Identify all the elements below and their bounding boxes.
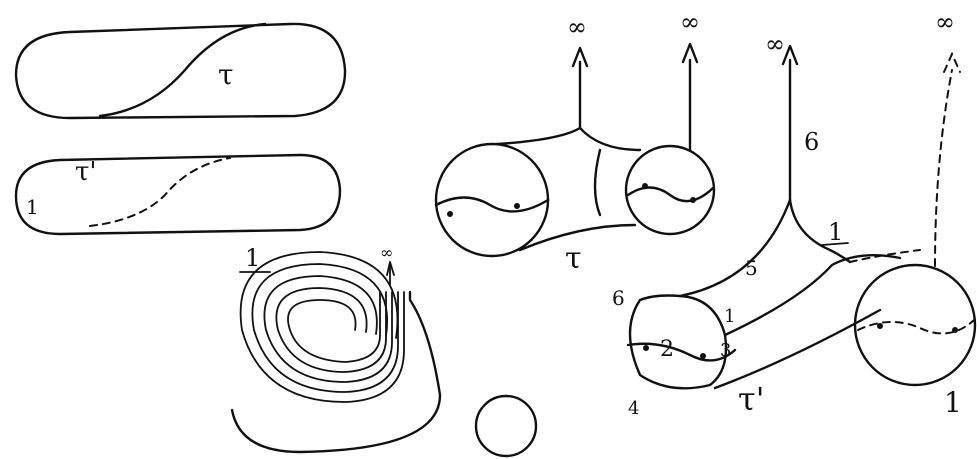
tau-prime-label-left: τ' <box>75 157 97 187</box>
infinity-label-small: ∞ <box>380 243 393 262</box>
five-label: 5 <box>745 256 758 280</box>
tau-label-top: τ <box>218 58 234 91</box>
middle-tau-figure: ∞ ∞ τ <box>436 8 714 276</box>
small-circle <box>476 396 536 456</box>
top-pill-tau: τ <box>16 24 345 118</box>
infinity-label-4: ∞ <box>935 8 955 36</box>
one-label-right: 1 <box>828 218 843 246</box>
one-label-small: 1 <box>724 306 735 327</box>
three-label: 3 <box>720 340 731 361</box>
spiral-bundle: ∞ <box>232 243 440 452</box>
infinity-label-1: ∞ <box>567 13 587 41</box>
six-label-left: 6 <box>612 286 625 310</box>
right-tau-prime-figure: ∞ 6 1 5 6 1 2 3 4 τ' ∞ 1 <box>612 8 975 419</box>
tau-prime-label-right: τ' <box>738 380 765 418</box>
six-label-top: 6 <box>804 128 819 156</box>
one-label-left: 1 <box>26 195 39 219</box>
infinity-label-2: ∞ <box>680 8 700 36</box>
four-label: 4 <box>628 398 639 419</box>
tau-label-middle: τ <box>565 241 582 276</box>
two-label: 2 <box>660 337 674 362</box>
one-label-bottom-right: 1 <box>944 386 962 419</box>
infinity-label-3: ∞ <box>765 30 785 58</box>
one-underlined-label: 1 <box>245 244 260 272</box>
